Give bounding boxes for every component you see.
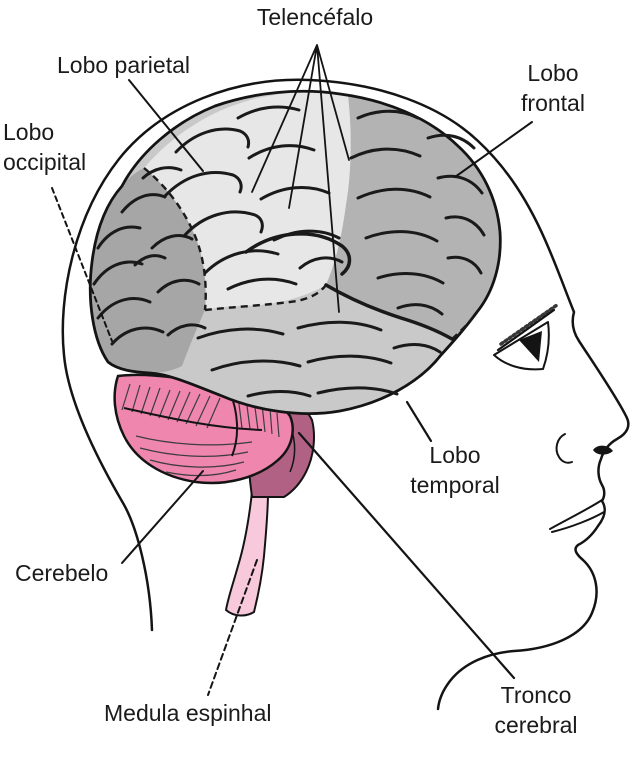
label-lobo-occipital-line1: Lobo bbox=[3, 119, 55, 145]
label-tronco-cerebral: Tronco cerebral bbox=[477, 680, 595, 741]
label-medula-espinhal: Medula espinhal bbox=[104, 698, 272, 728]
head-profile-path bbox=[61, 78, 630, 711]
label-lobo-frontal: Lobo frontal bbox=[498, 58, 608, 119]
lip-lines bbox=[549, 499, 605, 533]
label-cerebelo-text: Cerebelo bbox=[15, 560, 109, 586]
label-lobo-temporal-line2: temporal bbox=[410, 472, 500, 499]
face-features bbox=[493, 303, 613, 533]
pointer-lobo-frontal bbox=[454, 121, 533, 178]
label-lobo-parietal-text: Lobo parietal bbox=[57, 52, 190, 78]
label-lobo-occipital-line2: occipital bbox=[3, 149, 87, 176]
spinal-cord-shape bbox=[224, 491, 270, 617]
lobe-boundary-dashes bbox=[143, 167, 478, 340]
label-tronco-cerebral-line2: cerebral bbox=[494, 712, 578, 739]
head-outline bbox=[61, 78, 630, 711]
eye-outline bbox=[493, 321, 550, 371]
pointer-lines bbox=[51, 44, 533, 696]
label-medula-espinhal-text: Medula espinhal bbox=[104, 700, 272, 726]
pointer-lobo-occipital bbox=[51, 187, 113, 342]
major-sulci bbox=[244, 232, 454, 341]
pointer-lobo-temporal bbox=[405, 400, 433, 443]
label-lobo-temporal-line1: Lobo bbox=[429, 442, 481, 468]
label-lobo-parietal: Lobo parietal bbox=[57, 50, 190, 80]
label-lobo-temporal: Lobo temporal bbox=[395, 440, 515, 501]
label-lobo-frontal-line1: Lobo bbox=[527, 60, 579, 86]
cerebrum-outline bbox=[88, 89, 502, 415]
frontal-gyri bbox=[349, 109, 486, 316]
gyri bbox=[92, 105, 486, 398]
parietal-gyri bbox=[163, 105, 344, 291]
eyebrow-line bbox=[496, 308, 556, 352]
label-lobo-frontal-line2: frontal bbox=[521, 90, 585, 117]
eye-iris bbox=[519, 331, 542, 362]
label-lobo-occipital: Lobo occipital bbox=[3, 117, 86, 178]
pointer-tronco-cerebral bbox=[297, 431, 516, 680]
eyebrow-stipple bbox=[499, 303, 559, 346]
pointer-cerebelo bbox=[121, 470, 204, 564]
frontal-lobe-region bbox=[326, 95, 501, 339]
cerebellum-striations bbox=[121, 383, 280, 477]
occipital-lobe-region bbox=[90, 168, 206, 373]
label-tronco-cerebral-line1: Tronco bbox=[500, 682, 572, 708]
occipital-gyri bbox=[92, 166, 207, 346]
pointer-telencefalo-fan bbox=[251, 44, 350, 313]
temporal-gyri bbox=[196, 320, 442, 398]
nostril-arc bbox=[555, 433, 573, 464]
label-cerebelo: Cerebelo bbox=[15, 558, 108, 588]
label-telencefalo: Telencéfalo bbox=[215, 2, 415, 32]
pointer-medula-espinhal bbox=[207, 559, 258, 696]
pointer-lobo-parietal bbox=[128, 79, 204, 172]
label-telencefalo-text: Telencéfalo bbox=[256, 4, 374, 30]
nostril-shadow bbox=[593, 445, 613, 455]
